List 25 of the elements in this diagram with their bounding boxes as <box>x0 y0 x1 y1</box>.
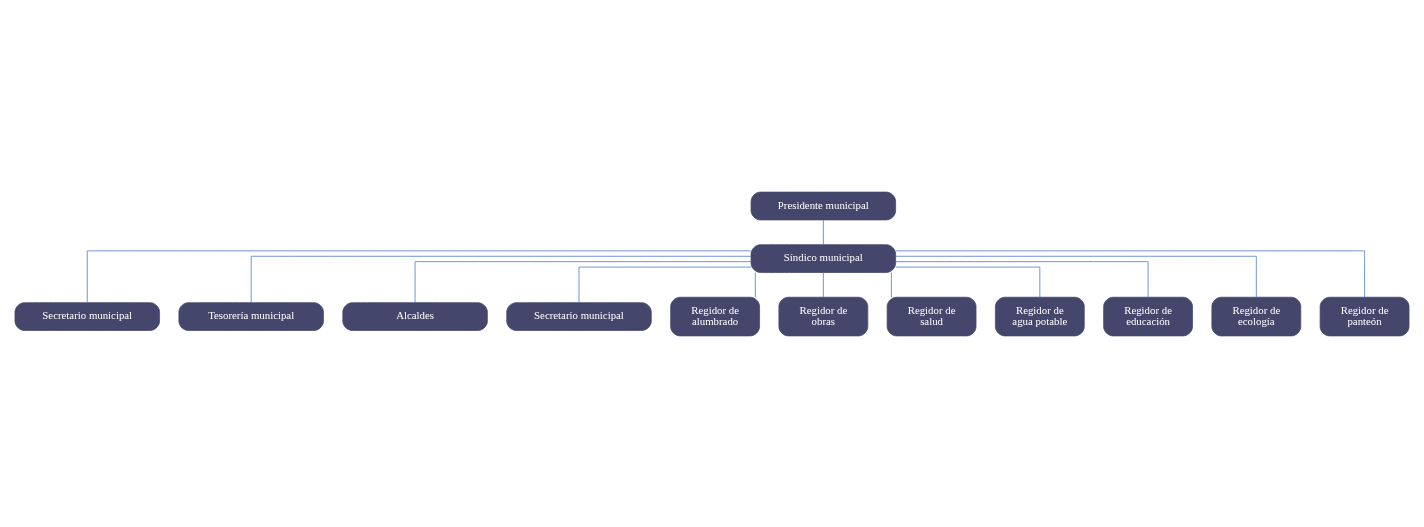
connector <box>822 271 824 298</box>
node-box: Secretario municipal <box>506 301 652 331</box>
node-box: Alcaldes <box>342 301 488 331</box>
connector <box>895 249 1365 298</box>
node-box: Presidente municipal <box>750 191 896 220</box>
connector <box>250 255 752 303</box>
connector <box>895 260 1149 297</box>
node-box: Secretario municipal <box>14 301 160 331</box>
node-box: Regidor de obras <box>778 296 869 336</box>
connector <box>895 266 1041 297</box>
node-box: Síndico municipal <box>750 243 896 273</box>
node-box: Regidor de educación <box>1103 296 1193 336</box>
connector <box>891 271 892 298</box>
node-box: Regidor de ecología <box>1211 296 1302 336</box>
connector <box>578 266 752 303</box>
node-box: Regidor de agua potable <box>995 296 1085 336</box>
connector <box>86 249 752 303</box>
node-box: Tesorería municipal <box>178 301 324 331</box>
connector <box>414 260 752 303</box>
node-box: Regidor de alumbrado <box>670 296 760 336</box>
node-box: Regidor de panteón <box>1319 296 1410 336</box>
connector <box>822 219 824 245</box>
connector <box>754 271 756 298</box>
connector <box>895 255 1257 298</box>
node-box: Regidor de salud <box>886 296 977 336</box>
